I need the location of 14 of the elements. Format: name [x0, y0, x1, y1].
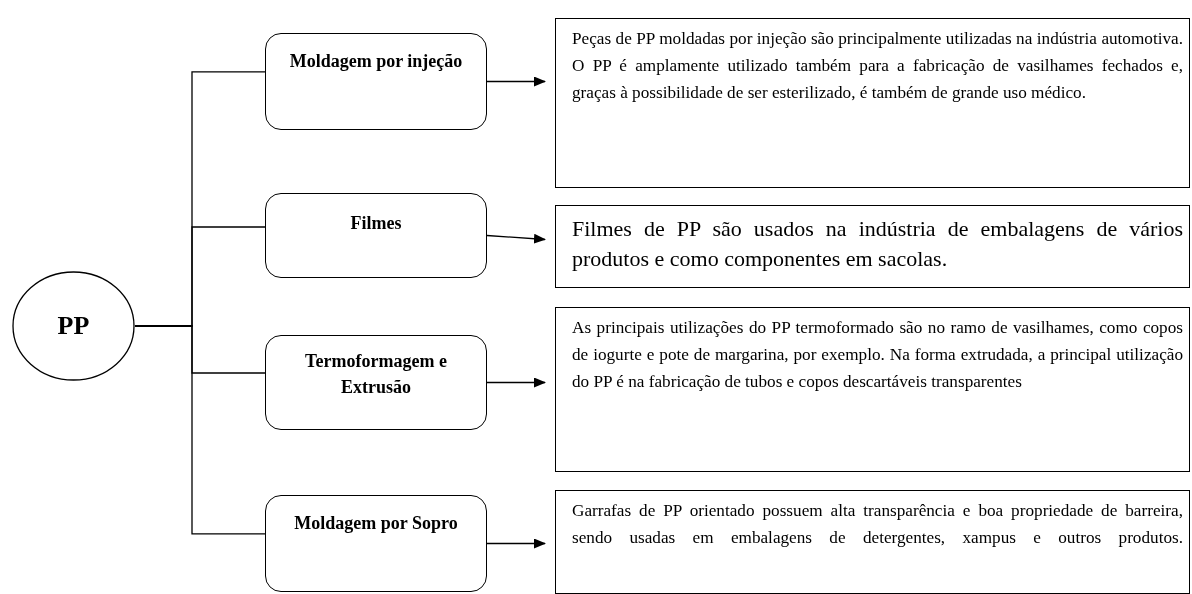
rounded-box: Moldagem por Sopro	[265, 495, 487, 592]
rounded-box: Termoformagem e Extrusão	[265, 335, 487, 430]
text-box: As principais utilizações do PP termoformado são no ramo de vasilhames, como copos de iogurte e pote de margarina, por exemplo. Na forma extrudada, a principal utilização do PP é na fabricação de tubos e copos descartáveis transparentes	[555, 307, 1190, 472]
connector-line	[134, 325, 266, 535]
text-box: Filmes de PP são usados na indústria de embalagens de vários produtos e como componentes em sacolas.	[555, 205, 1190, 288]
node-label: PP	[57, 311, 90, 341]
arrow	[486, 76, 546, 87]
rounded-box: Moldagem por injeção	[265, 33, 487, 130]
rounded-box: Filmes	[265, 193, 487, 278]
arrow	[486, 233, 546, 244]
arrow	[486, 377, 546, 388]
text-box: Garrafas de PP orientado possuem alta transparência e boa propriedade de barreira, sendo usadas em embalagens de detergentes, xampus e outros produtos.	[555, 490, 1190, 594]
arrow	[486, 538, 546, 549]
text-box: Peças de PP moldadas por injeção são principalmente utilizadas na indústria automotiva. O PP é amplamente utilizado também para a fabricação de vasilhames fechados e, graças à possibilidade de ser esterilizado, é também de grande uso médico.	[555, 18, 1190, 188]
